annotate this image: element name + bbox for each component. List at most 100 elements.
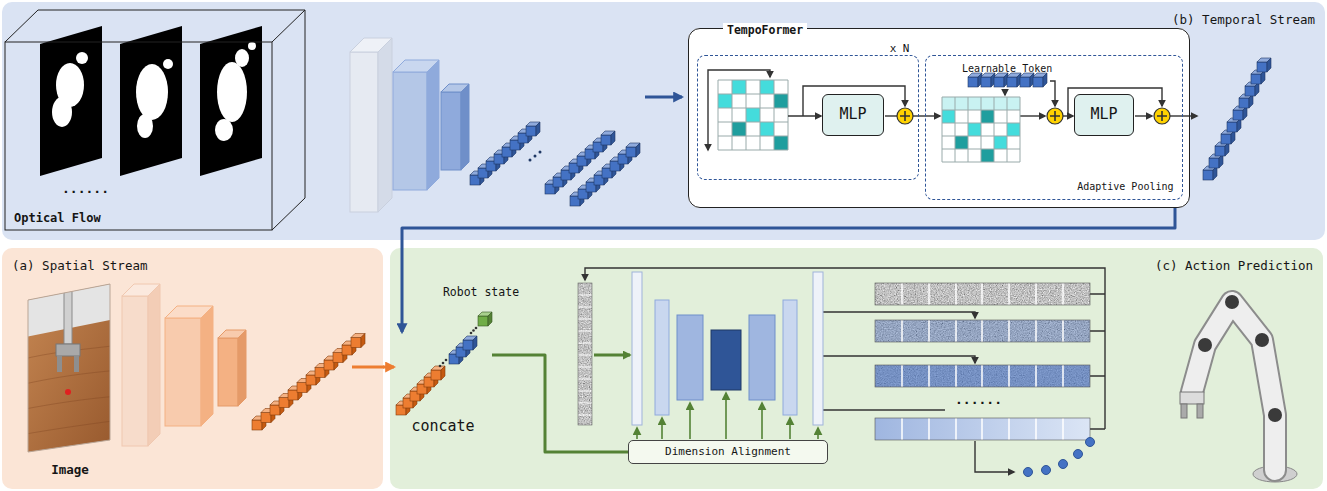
optical-flow-frames <box>215 119 233 141</box>
feedback-lines <box>585 268 1105 429</box>
feature-tokens <box>539 151 542 154</box>
sum-symbol <box>1154 108 1170 124</box>
feedback-lines <box>585 268 1105 472</box>
feedback-lines <box>823 409 945 410</box>
optical-flow-frames <box>200 26 262 176</box>
feature-tokens <box>529 159 532 162</box>
condition-arrows <box>636 428 638 439</box>
unet-blocks <box>813 272 823 425</box>
residual-arrows <box>788 115 821 116</box>
encoder-slabs <box>393 60 439 72</box>
feature-tokens <box>470 122 540 185</box>
encoder-slabs <box>218 330 246 338</box>
denoising-steps <box>875 418 1090 440</box>
pooling-map <box>994 136 1007 149</box>
image-label: Image <box>51 462 89 477</box>
optical-flow-frames <box>40 26 262 176</box>
condition-arrows <box>725 393 727 439</box>
trajectory-dots <box>1059 460 1068 469</box>
text-slot: (b) Temporal Stream <box>1172 10 1315 28</box>
denoising-steps <box>875 365 1090 387</box>
unet-blocks <box>749 315 775 400</box>
condition-arrows <box>761 403 763 439</box>
unet-blocks <box>632 272 642 425</box>
unet-blocks <box>783 300 797 415</box>
trajectory-dots <box>1042 466 1051 475</box>
connector <box>383 366 394 369</box>
concat-tokens <box>478 312 492 326</box>
learnable-tokens <box>968 73 1047 87</box>
encoder-slabs <box>393 72 427 190</box>
trajectory-dots <box>1086 438 1095 447</box>
panel-ground <box>390 248 1323 489</box>
spatial-arrow-line <box>352 366 384 369</box>
optical-flow-frames <box>120 26 182 176</box>
optical-flow-frames <box>163 59 173 69</box>
concat-tokens <box>470 332 473 335</box>
text-slot: MLP <box>823 95 883 135</box>
attention-map <box>774 136 788 150</box>
denoising-steps <box>875 320 1090 342</box>
denoising-steps <box>875 320 1090 342</box>
encoder-slabs <box>441 92 461 170</box>
robot-arm <box>1181 404 1187 418</box>
repeat-label: x N <box>890 42 910 55</box>
condition-arrows <box>789 418 791 439</box>
feature-tokens <box>534 155 537 158</box>
attention-map <box>718 80 788 150</box>
optical-flow-frames <box>217 62 247 122</box>
concat-tokens <box>475 327 478 330</box>
sum-symbol <box>1050 111 1060 121</box>
block-label: Dimension Alignment <box>665 446 791 459</box>
residual-arrows <box>1020 115 1045 116</box>
text-slot: Learnable Token <box>954 58 1060 76</box>
encoder-slabs <box>165 318 201 426</box>
pooling-map <box>968 123 981 136</box>
trajectory-dots <box>1024 438 1095 477</box>
transformer-block: MLP x N Learnable TokenMLP Adaptive Pooling… <box>688 28 1190 208</box>
input-image <box>20 280 120 460</box>
text-slot: Dimension Alignment <box>629 441 827 463</box>
denoising-steps <box>875 365 1090 387</box>
concat-tokens <box>445 359 448 362</box>
concat-stack: concate <box>394 332 492 435</box>
connector <box>492 355 628 452</box>
residual-arrows <box>913 115 940 116</box>
denoising-steps <box>875 283 1090 440</box>
feedback-lines <box>1090 294 1105 429</box>
encoder-slabs <box>238 330 246 406</box>
input-image: Image <box>26 282 114 480</box>
text-slot: Adaptive Pooling <box>1077 176 1173 194</box>
pooling-map <box>942 97 1020 162</box>
input-image <box>57 356 62 372</box>
text-slot: concate <box>394 417 492 435</box>
noise-input <box>578 283 592 425</box>
robot-arm <box>1192 302 1275 470</box>
optical-flow-frames <box>136 64 168 120</box>
pooling-map <box>1007 123 1020 136</box>
mlp-box: MLP <box>1074 94 1134 136</box>
input-label: Optical Flow <box>14 211 101 225</box>
encoder-slabs <box>350 38 469 212</box>
input-image <box>56 344 80 356</box>
volume-outline <box>5 10 305 230</box>
encoder-slabs <box>350 38 392 52</box>
encoder-slabs <box>350 52 378 212</box>
block-title: TempoFormer <box>723 23 807 37</box>
panel-title: (b) Temporal Stream <box>1172 12 1315 27</box>
feedback-lines <box>975 441 1014 472</box>
trajectory-dots <box>1024 468 1033 477</box>
optical-flow-frames <box>235 49 249 67</box>
text-slot: MLP <box>1075 95 1133 135</box>
encoder-slabs <box>201 306 213 426</box>
residual-arrows <box>1135 115 1152 116</box>
robot-arm <box>1268 408 1282 422</box>
residual-arrows <box>1004 89 1005 95</box>
unet-blocks <box>632 272 823 425</box>
attention-map <box>718 94 732 108</box>
spatial-tokens <box>252 334 365 431</box>
flow-arrow <box>645 96 682 99</box>
noise-input <box>578 295 592 415</box>
denoising-steps <box>875 365 1090 387</box>
